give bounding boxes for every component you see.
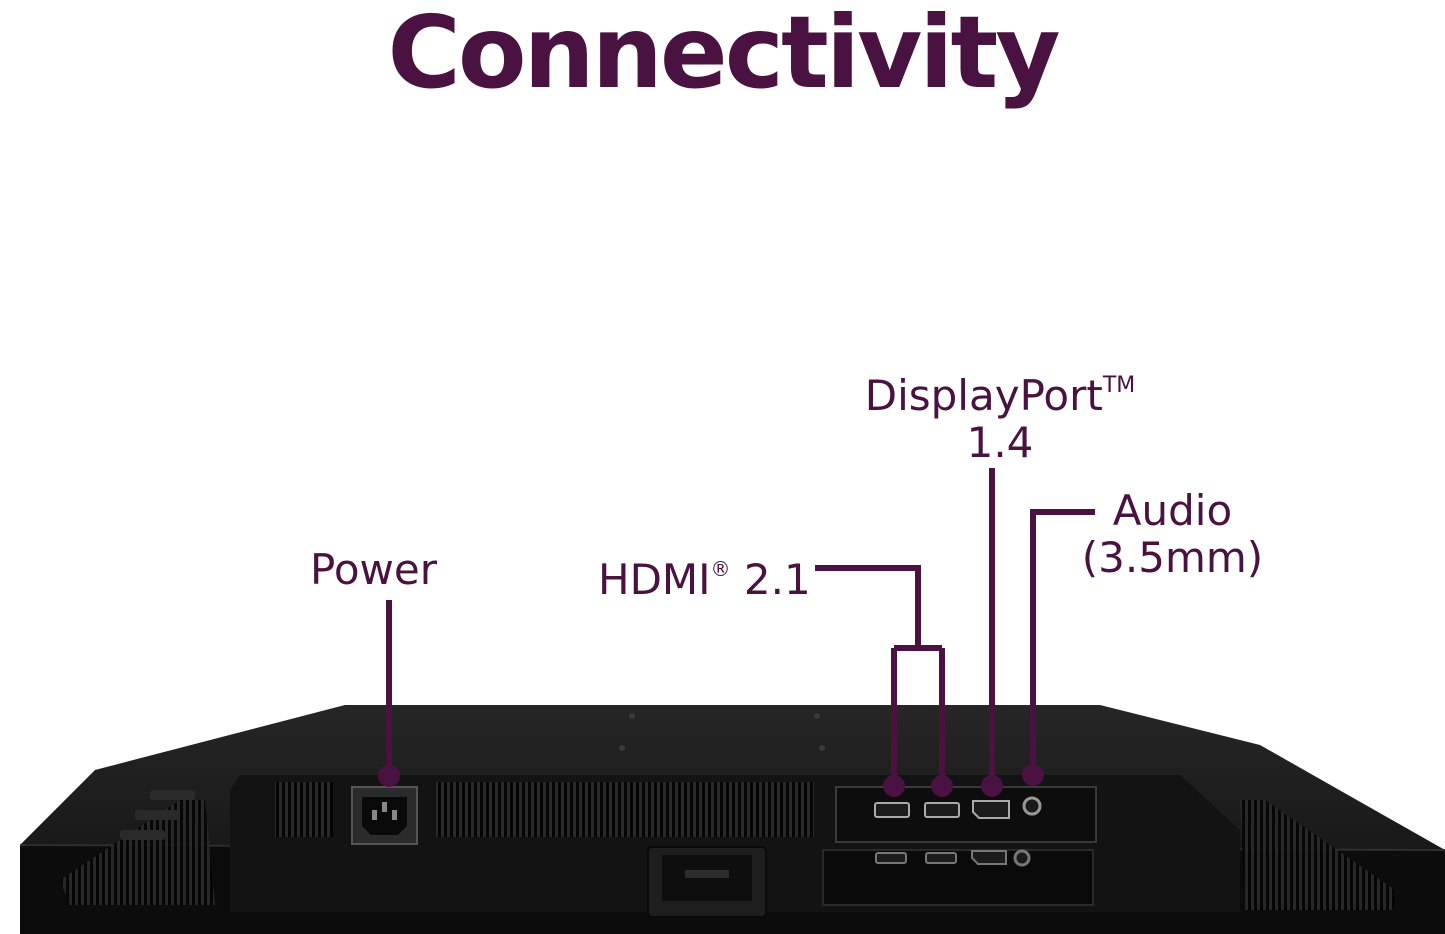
audio-label: Audio (3.5mm) xyxy=(1081,486,1264,582)
page-title: Connectivity xyxy=(387,0,1060,111)
audio-jack-icon xyxy=(1013,796,1042,867)
callout-lines xyxy=(386,468,1095,778)
hdmi-port-icon xyxy=(924,802,960,864)
power-label: Power xyxy=(310,545,437,594)
monitor-body xyxy=(19,705,1445,934)
displayport-port-icon xyxy=(971,800,1010,865)
power-socket-icon xyxy=(351,786,418,845)
displayport-label: DisplayPortTM 1.4 xyxy=(864,371,1136,467)
hdmi-port-icon xyxy=(874,802,910,864)
hdmi-label: HDMI® 2.1 xyxy=(598,555,811,604)
callout-dots xyxy=(378,764,1044,797)
